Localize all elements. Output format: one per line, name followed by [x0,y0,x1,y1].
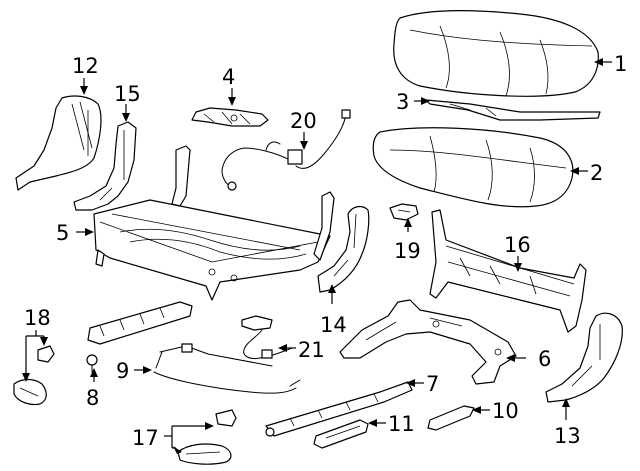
leader-18 [22,330,48,382]
leader-21 [278,344,296,352]
part-20-wire-harness [221,109,351,191]
part-10-handle [427,405,475,431]
leader-14 [328,284,336,304]
callout-20: 20 [290,109,317,133]
callout-5: 5 [56,221,69,245]
callout-3: 3 [396,90,409,114]
callout-6: 6 [538,347,551,371]
leader-13 [562,398,570,420]
callout-18: 18 [24,306,51,330]
leader-8 [90,368,98,382]
leader-7 [406,379,424,387]
part-6-seat-bracket [339,299,517,385]
callout-16: 16 [504,233,531,257]
part-4-lumbar-bracket [191,107,269,127]
callout-13: 13 [554,424,581,448]
callout-11: 11 [388,412,415,436]
leader-9 [134,366,152,374]
part-18-track-end-covers [13,345,55,406]
leader-3 [414,97,430,105]
callout-12: 12 [72,54,99,78]
part-12-side-shield [15,95,102,191]
part-5-seat-frame [93,145,335,301]
callout-2: 2 [590,161,603,185]
part-1-cushion-cover [393,10,599,97]
leader-19 [404,218,412,232]
leader-15 [122,104,130,122]
callout-17: 17 [132,426,159,450]
part-7-seat-track [265,381,413,437]
part-15-inner-shield [73,121,137,211]
callout-19: 19 [394,239,421,263]
callout-7: 7 [426,372,439,396]
callout-21: 21 [298,338,325,362]
part-17-track-end-covers [177,409,237,465]
part-16-cushion-frame [429,209,587,333]
leader-10 [472,406,490,414]
part-21-wire-harness [241,315,293,359]
callout-4: 4 [222,65,235,89]
part-3-heater [425,99,601,121]
part-9-adjuster-bar [153,343,301,394]
callout-8: 8 [86,386,99,410]
part-2-cushion-pad [372,127,574,208]
leader-5 [76,228,94,236]
leader-2 [570,167,588,175]
part-11-track-cover [313,419,369,449]
callout-9: 9 [116,359,129,383]
leader-11 [368,419,386,427]
callout-15: 15 [114,82,141,106]
leader-6 [506,354,526,362]
part-8-track-bolt [86,301,193,373]
leader-16 [514,256,522,272]
leader-20 [300,132,308,150]
leader-4 [228,88,236,106]
leader-17 [164,422,214,454]
leader-1 [594,58,612,66]
callout-10: 10 [492,399,519,423]
leader-12 [80,78,88,95]
callout-14: 14 [320,313,347,337]
part-13-outer-trim [545,312,623,403]
callout-1: 1 [614,52,627,76]
part-19-clip [389,203,419,221]
